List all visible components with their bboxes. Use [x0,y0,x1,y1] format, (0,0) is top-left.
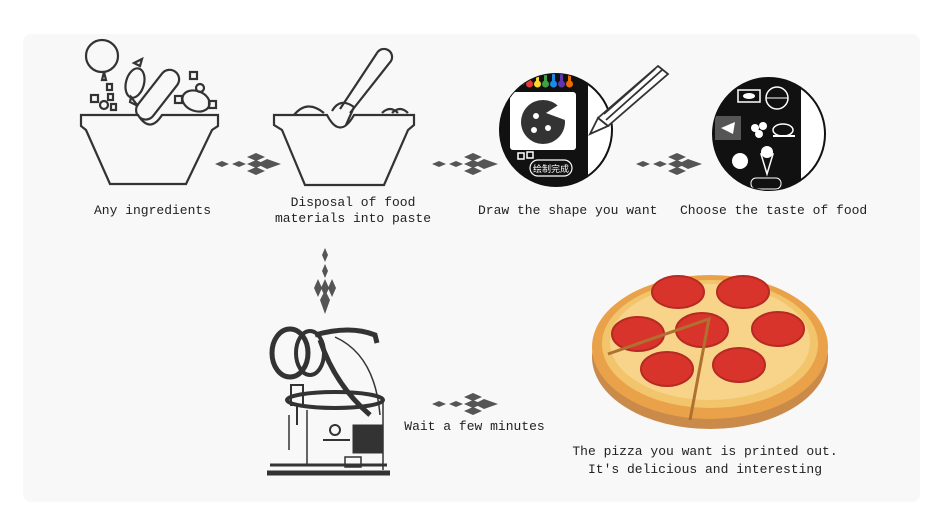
step-2-label-line2: materials into paste [274,211,432,226]
step-1-label: Any ingredients [93,203,212,218]
step-4-label: Choose the taste of food [680,203,868,218]
arrow-right-icon [634,152,704,176]
bowl-ingredients-icon [78,38,223,188]
pepperoni-pizza-icon [590,262,830,432]
food-menu-screen-icon [712,77,829,194]
step-6-label-line2: It's delicious and interesting [587,462,823,477]
step-2-label-line1: Disposal of food [290,195,416,210]
step-3-label: Draw the shape you want [478,203,658,218]
food-3d-printer-icon [265,325,390,480]
bowl-spoon-paste-icon [272,45,417,190]
arrow-down-icon [313,246,337,316]
arrow-right-icon [213,152,283,176]
step-6-label-line1: The pizza you want is printed out. [572,444,838,459]
step-5-label: Wait a few minutes [404,419,545,434]
arrow-right-icon [430,152,500,176]
tablet-drawing-pencil-icon: 绘制完成 [499,58,670,198]
arrow-right-icon [430,392,500,416]
svg-text:绘制完成: 绘制完成 [533,163,569,175]
